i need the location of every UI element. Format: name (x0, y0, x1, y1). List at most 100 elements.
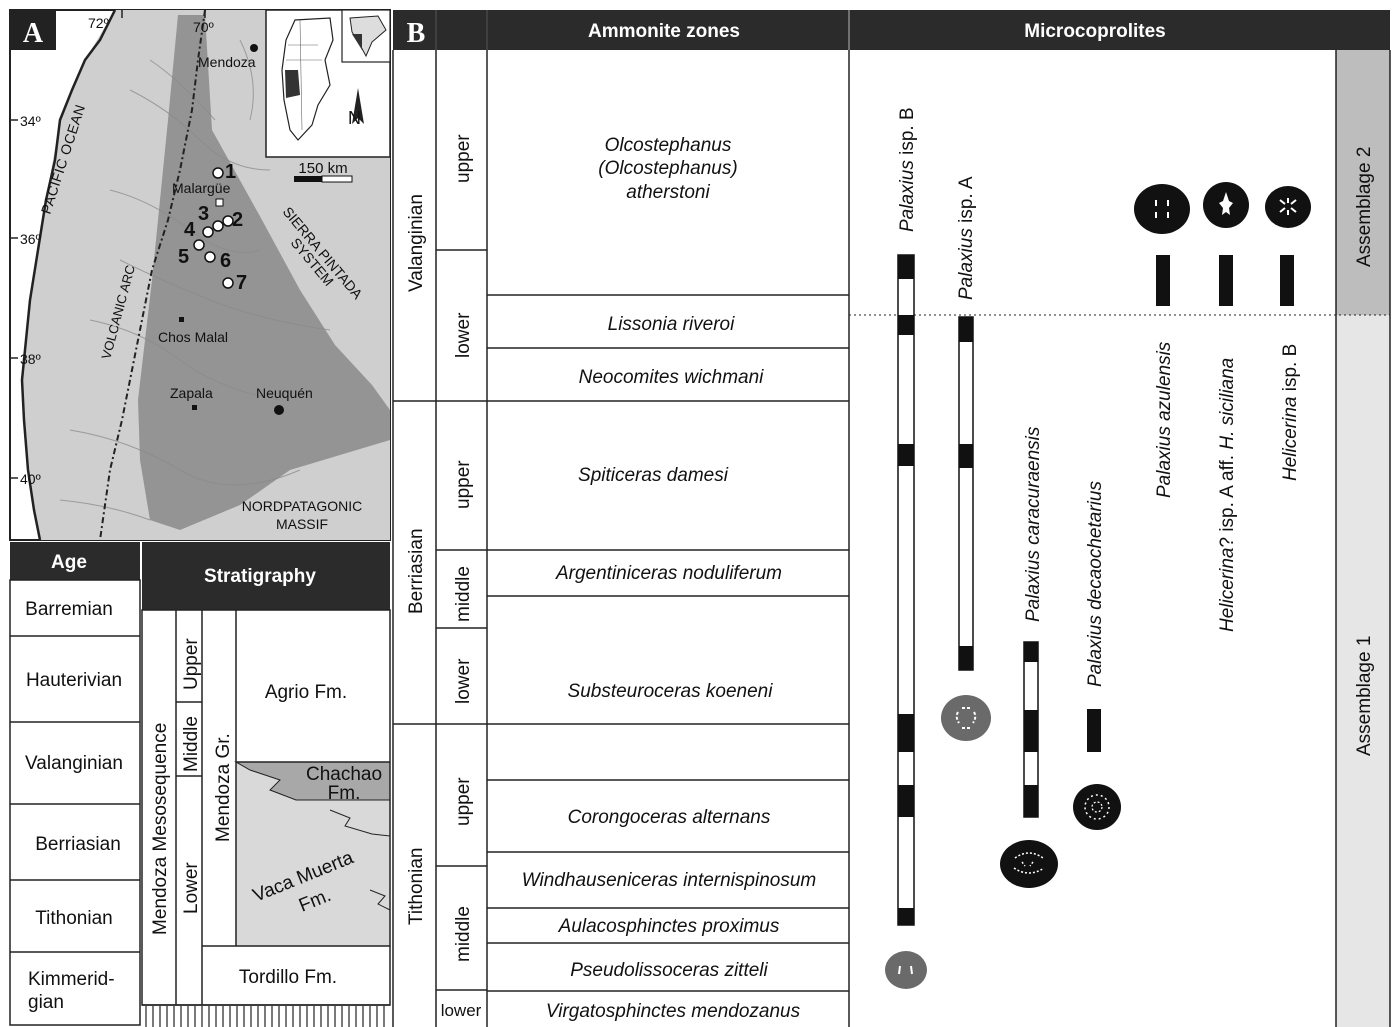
stratigraphy-table: Age Stratigraphy Barremian Hauterivian V… (9, 542, 391, 1027)
city-chos-malal: Chos Malal (158, 329, 228, 345)
substage: middle (453, 906, 474, 962)
strat-header-bg (142, 542, 390, 610)
city-mendoza: Mendoza (198, 54, 256, 70)
age-hauterivian: Hauterivian (26, 670, 122, 691)
age-grid (9, 579, 141, 1026)
lat-label: 38º (20, 351, 41, 367)
age-valanginian: Valanginian (25, 753, 123, 774)
zone-name: Substeuroceras koeneni (568, 681, 774, 702)
range-palaxius-caracuraensis (1023, 641, 1039, 818)
age-berriasian: Berriasian (35, 834, 121, 855)
zone-name: Virgatosphinctes mendozanus (546, 1001, 801, 1022)
north-arrow-icon (352, 88, 364, 124)
scale-label: 150 km (298, 160, 347, 177)
taxon-palaxius-caracuraensis: Palaxius caracuraensis (1023, 426, 1044, 622)
formation-tordillo: Tordillo Fm. (239, 967, 337, 988)
zone-name: Spiticeras damesi (578, 465, 729, 486)
range-helicerina-isp-a (1219, 255, 1233, 306)
zone-name: Windhauseniceras internispinosum (522, 870, 816, 891)
graticule-ticks (10, 10, 206, 479)
age-kimmeridgian-2: gian (28, 992, 64, 1013)
locality-3: 3 (198, 203, 209, 225)
taxon-palaxius-azulensis: Palaxius azulensis (1154, 341, 1175, 498)
stage-berriasian: Berriasian (406, 528, 427, 614)
locality-1: 1 (225, 161, 236, 183)
basement-hatch (145, 1006, 385, 1027)
city-marker (250, 44, 258, 52)
substage: upper (453, 134, 474, 183)
formation-chachao-2: Fm. (328, 783, 361, 804)
section-palaxius-azulensis-icon (1134, 184, 1190, 234)
strat-header: Stratigraphy (204, 566, 316, 587)
zone-name: atherstoni (626, 182, 710, 203)
city-marker (192, 405, 197, 410)
ammonite-header: Ammonite zones (588, 21, 740, 42)
biozone-panel: B Ammonite zones Microcoprolites (392, 10, 1391, 1027)
range-helicerina-isp-b (1280, 255, 1294, 306)
section-palaxius-caracuraensis-icon (1000, 840, 1058, 888)
range-palaxius-isp-b (897, 254, 915, 926)
assemblage-1-label: Assemblage 1 (1354, 636, 1375, 756)
locality-2: 2 (232, 209, 243, 231)
scale-bar-light (321, 175, 353, 183)
substage: lower (453, 312, 474, 358)
substage: lower (453, 658, 474, 704)
lat-label: 40º (20, 471, 41, 487)
subdivision-lower: Lower (181, 862, 202, 914)
taxon-helicerina-isp-a: Helicerina? isp. A aff. H. siciliana (1217, 358, 1238, 632)
taxon-helicerina-isp-b: Helicerina isp. B (1280, 344, 1301, 481)
section-helicerina-isp-a-icon (1203, 182, 1249, 228)
locality-6: 6 (220, 250, 231, 272)
zone-name: Pseudolissoceras zitteli (570, 960, 768, 981)
study-area-inset (285, 70, 300, 98)
scale-bar-dark (294, 176, 322, 182)
stage-valanginian: Valanginian (406, 194, 427, 292)
zone-name: Aulacosphinctes proximus (558, 916, 780, 937)
microcoprolites-header: Microcoprolites (1024, 21, 1165, 42)
taxon-palaxius-decaochetarius: Palaxius decaochetarius (1085, 481, 1106, 687)
assemblage-2-label: Assemblage 2 (1354, 147, 1375, 267)
locality-5: 5 (178, 246, 189, 268)
panel-b-header (393, 10, 1390, 50)
panel-a-label: A (23, 18, 44, 49)
range-palaxius-isp-a (958, 316, 974, 671)
massif-label-2: MASSIF (276, 516, 328, 532)
age-header: Age (51, 552, 87, 573)
locality-markers (193, 167, 234, 289)
city-marker (215, 198, 224, 207)
north-label: N (348, 108, 361, 128)
lat-label: 34º (20, 113, 41, 129)
substage: upper (453, 777, 474, 826)
section-palaxius-isp-b-icon (885, 951, 927, 989)
zone-name: Lissonia riveroi (608, 314, 735, 335)
section-palaxius-decaochetarius-icon (1073, 784, 1121, 830)
massif-label-1: NORDPATAGONIC (242, 498, 363, 514)
neuquen-basin (138, 15, 390, 530)
substage: upper (453, 460, 474, 509)
subdivision-upper: Upper (181, 638, 202, 690)
taxon-palaxius-isp-b: Palaxius isp. B (897, 107, 918, 232)
argentina-outline (281, 17, 334, 141)
lon-label: 72º (88, 15, 109, 31)
age-tithonian: Tithonian (35, 908, 112, 929)
map-panel: 34º 36º 38º 40º 72º 70º A PACIFIC OCEAN … (9, 9, 391, 541)
stage-tithonian: Tithonian (406, 848, 427, 925)
group-label: Mendoza Gr. (213, 733, 234, 842)
zone-grid (392, 50, 1391, 1027)
province-lines (286, 19, 322, 131)
city-marker (274, 405, 284, 415)
border-line (99, 9, 206, 541)
mesosequence-label: Mendoza Mesosequence (150, 723, 171, 935)
argentina-in-sa (352, 34, 362, 50)
assemblage-2-bg (1336, 50, 1390, 315)
formation-chachao-1: Chachao (306, 764, 382, 785)
age-header-bg (10, 542, 140, 580)
interfingering-lines (329, 809, 391, 911)
range-palaxius-decaochetarius (1087, 709, 1101, 752)
lat-label: 36º (20, 231, 41, 247)
city-neuquen: Neuquén (256, 385, 313, 401)
zone-name: Neocomites wichmani (579, 367, 765, 388)
locality-4: 4 (184, 219, 196, 241)
age-kimmeridgian-1: Kimmerid- (28, 969, 115, 990)
substage: lower (441, 1001, 482, 1020)
